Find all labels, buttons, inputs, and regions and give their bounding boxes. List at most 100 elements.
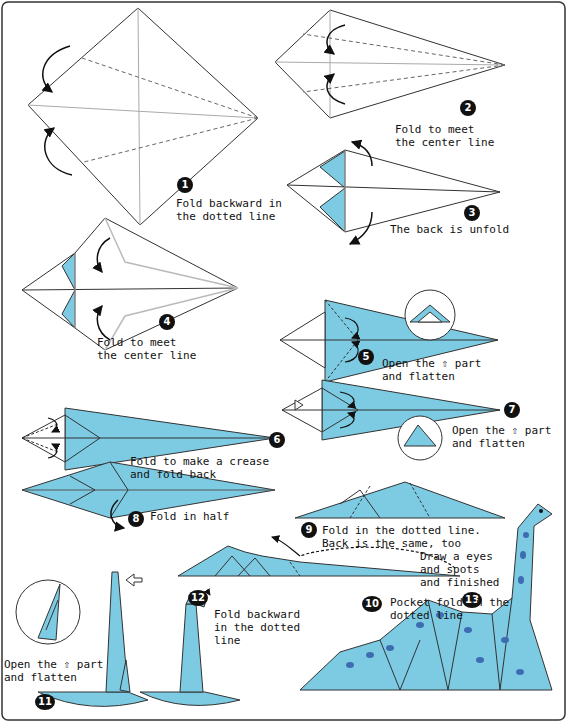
step-number-text: 7 [509, 405, 516, 415]
step13-figure-part [464, 627, 472, 633]
step13-figure-part [416, 622, 424, 628]
step5-figure-part [405, 290, 455, 340]
step2-figure-part [327, 74, 345, 104]
instruction-text: Open the ⇧ part and flatten [452, 424, 556, 450]
step-number-text: 2 [465, 103, 472, 113]
step2-figure-part [327, 25, 345, 54]
step7-figure-part [340, 413, 354, 428]
step7-figure-part [322, 410, 358, 432]
instruction-text: Fold in half [150, 510, 250, 523]
step10-figure-part [290, 562, 300, 576]
step-number: 4 [159, 314, 175, 330]
step2-figure-part [303, 65, 505, 92]
instruction-text: Fold backward in the dotted line [176, 197, 304, 223]
step5-figure-part [418, 312, 442, 322]
step5-figure-part [345, 318, 358, 338]
step-number: 3 [464, 205, 480, 221]
step5-figure-part [325, 340, 358, 382]
step13-figure-part [518, 576, 524, 584]
step-number: 1 [177, 177, 193, 193]
step6-figure-part [65, 438, 100, 462]
step12-figure-part [180, 604, 203, 692]
step13-figure-part [346, 662, 354, 668]
step-number: 2 [460, 100, 476, 116]
step13-figure-part [523, 532, 529, 538]
step7-figure-part [295, 400, 303, 410]
step4-figure-part [22, 218, 238, 350]
instruction-text: Fold backward in the dotted line [214, 608, 304, 647]
step1-figure [28, 8, 258, 225]
step13-figure-part [476, 657, 484, 663]
step-number-text: 10 [365, 599, 379, 609]
step-number: 12 [188, 590, 208, 606]
step1-figure-part [28, 8, 258, 225]
step-number: 7 [504, 402, 520, 418]
instruction-text: Fold to meet the center line [97, 336, 201, 362]
step13-figure-part [380, 640, 420, 690]
step9-figure-part [295, 482, 505, 518]
step8-figure-part [22, 490, 275, 491]
step13-figure [300, 504, 552, 690]
step6-figure-part [65, 415, 100, 438]
step8-figure-part [110, 462, 128, 518]
step2-figure-part [275, 10, 505, 118]
step13-figure-part [492, 598, 512, 690]
instruction-text: The back is unfold [390, 223, 520, 236]
step-number-text: 11 [38, 697, 52, 707]
step-number-text: 12 [191, 593, 205, 603]
step13-figure-part [386, 645, 394, 651]
step-number-text: 8 [133, 514, 140, 524]
step-number: 9 [301, 522, 317, 538]
step3-figure-part [320, 151, 345, 188]
step11-figure-part [120, 660, 130, 692]
step13-figure-part [366, 652, 374, 658]
step3-figure-part [320, 188, 345, 232]
step3-figure-part [287, 185, 500, 192]
instruction-text: Pocket fold in the dotted line [390, 596, 512, 622]
step-number-text: 3 [469, 208, 476, 218]
step5-figure [280, 290, 498, 382]
step5-figure-part [345, 342, 358, 362]
step6-figure-part [48, 444, 57, 458]
step-number-text: 9 [306, 525, 313, 535]
step13-figure-part [520, 551, 526, 559]
instruction-text: Draw a eyes and spots and finished [420, 550, 504, 589]
step10-figure-part [178, 546, 460, 576]
step4-figure-part [62, 253, 75, 290]
step10-figure-part [215, 556, 250, 576]
step9-figure-part [350, 486, 370, 518]
step11-figure-part [126, 574, 142, 586]
step4-figure-part [75, 253, 76, 328]
step-number-text: 5 [363, 352, 370, 362]
step1-figure-part [82, 58, 258, 118]
step3-figure-part [287, 150, 500, 232]
step10-figure-part [238, 558, 270, 576]
step1-figure-part [84, 118, 258, 162]
step-number: 5 [358, 349, 374, 365]
step-number-text: 4 [164, 317, 171, 327]
step13-figure-part [539, 509, 543, 513]
step9-figure-part [340, 490, 380, 518]
step7-figure-part [282, 410, 500, 411]
step13-figure-part [300, 504, 552, 690]
step11-figure-part [46, 600, 58, 630]
step-number: 8 [128, 511, 144, 527]
step5-figure-part [410, 305, 450, 322]
instruction-text: Fold to meet the center line [395, 123, 499, 149]
step11-figure-part [16, 580, 80, 644]
instruction-text: Fold in the dotted line. Back is the sam… [322, 524, 484, 550]
step3-figure-part [352, 142, 372, 166]
step-number: 6 [269, 432, 285, 448]
step-number-text: 6 [274, 435, 281, 445]
step3-figure-part [345, 151, 346, 232]
step9-figure [295, 482, 505, 518]
step8-figure-part [70, 476, 95, 504]
step9-figure-part [410, 483, 430, 518]
step7-figure-part [322, 388, 358, 410]
step1-figure-part [45, 128, 72, 175]
step11-figure-part [38, 584, 60, 640]
instruction-text: Open the ⇧ part and flatten [4, 658, 108, 684]
step4-figure-part [97, 238, 110, 272]
